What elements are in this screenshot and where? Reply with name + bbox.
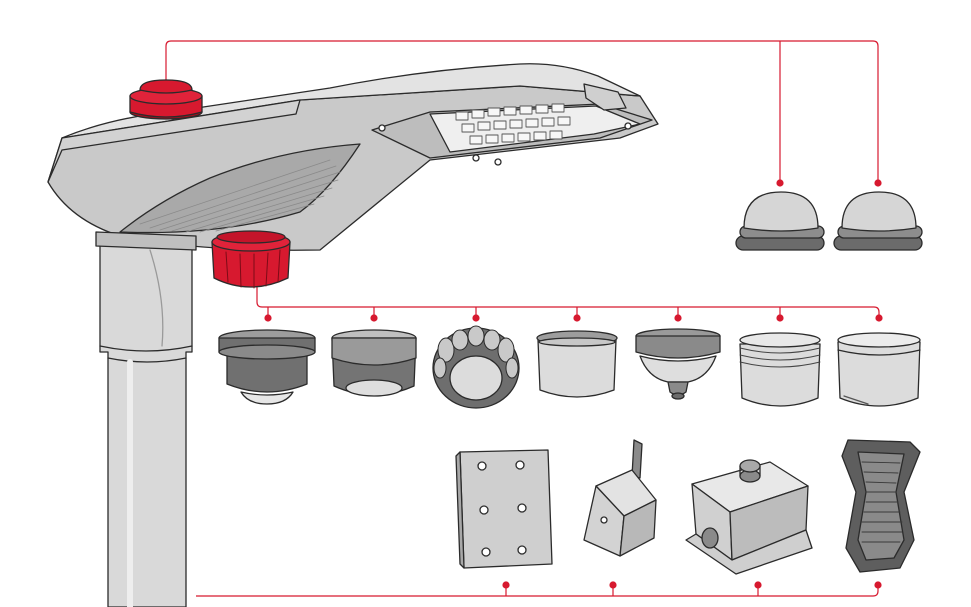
middle-connector-line xyxy=(256,286,880,318)
dot-module-4 xyxy=(573,314,581,322)
dot-module-3 xyxy=(472,314,480,322)
cable-box-icon xyxy=(583,439,657,557)
connector-dots xyxy=(264,179,883,589)
top-sensor-socket-icon xyxy=(129,79,203,120)
dot-top-cap-1 xyxy=(776,179,784,187)
connector-lines xyxy=(165,40,880,597)
bottom-connector-line xyxy=(196,585,879,597)
junction-box-icon xyxy=(685,459,813,575)
antenna-sensor-icon xyxy=(635,328,721,400)
dot-accessory-2 xyxy=(609,581,617,589)
ribbed-cover-icon xyxy=(841,439,921,573)
dot-accessory-1 xyxy=(502,581,510,589)
cylinder-cap-icon xyxy=(536,330,618,398)
ribbed-cap-icon xyxy=(739,332,821,407)
dot-module-6 xyxy=(776,314,784,322)
dot-module-2 xyxy=(370,314,378,322)
mounting-plate-icon xyxy=(455,449,553,569)
streetlight-luminaire-icon xyxy=(47,63,659,251)
top-connector-line xyxy=(165,40,879,182)
flat-sensor-icon xyxy=(331,329,417,397)
lamp-pole-icon xyxy=(99,241,193,607)
dot-top-cap-2 xyxy=(874,179,882,187)
dot-module-1 xyxy=(264,314,272,322)
led-array-icon xyxy=(455,103,571,145)
bottom-sensor-socket-icon xyxy=(211,230,291,289)
dot-module-5 xyxy=(674,314,682,322)
dot-module-7 xyxy=(875,314,883,322)
dot-accessory-4 xyxy=(874,581,882,589)
dome-cap-icon-1 xyxy=(735,191,825,251)
sealed-cap-icon xyxy=(837,332,921,407)
dome-cap-icon-2 xyxy=(833,191,923,251)
petal-sensor-icon xyxy=(432,325,520,409)
dome-sensor-icon xyxy=(218,329,316,405)
dot-accessory-3 xyxy=(754,581,762,589)
